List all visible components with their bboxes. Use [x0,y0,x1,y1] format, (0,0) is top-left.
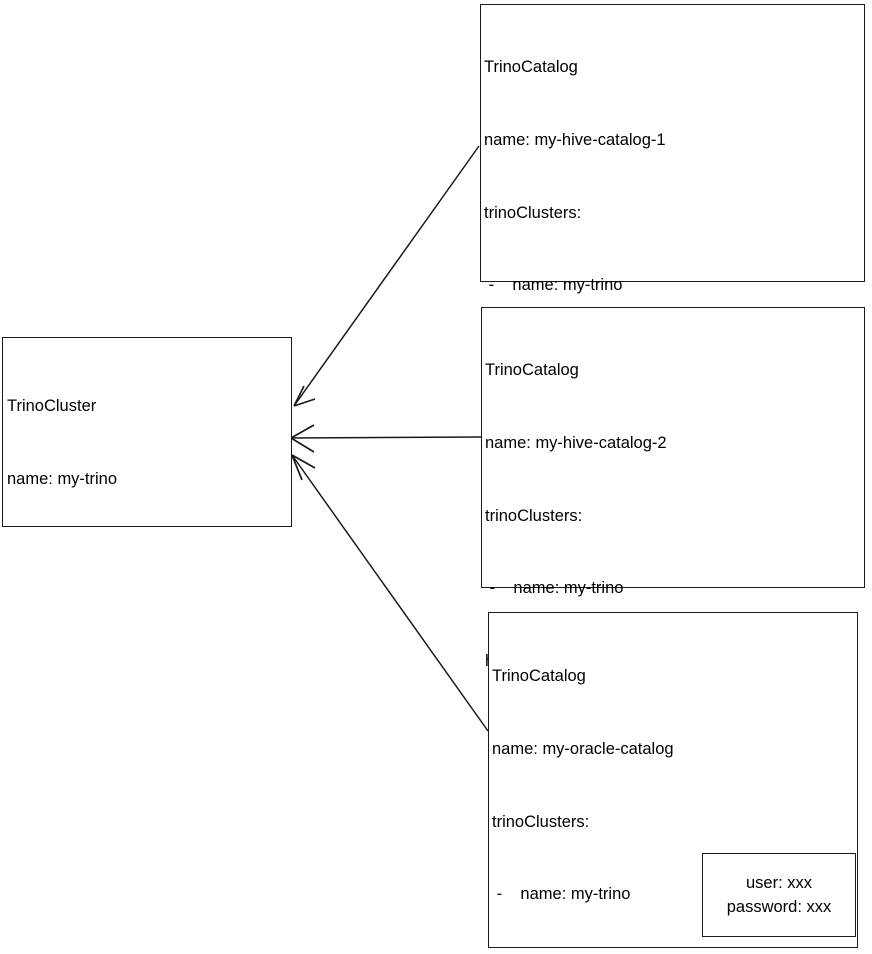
catalog-2-line-1: name: my-oracle-catalog [492,740,674,759]
arrowhead-barb [291,454,316,469]
node-trino-cluster[interactable] [2,337,292,527]
arrowhead-barb [293,385,305,407]
edge-oracle-catalog-to-cluster [291,454,489,732]
cluster-line-1: name: my-trino [7,470,118,489]
catalog-1-line-1: name: my-hive-catalog-2 [485,434,667,453]
arrowhead-barb [290,437,315,453]
catalog-0-line-2: trinoClusters: [484,203,582,222]
catalog-1-line-3: - name: my-trino [485,579,624,598]
catalog-1-line-0: TrinoCatalog [485,361,579,380]
catalog-0-line-0: TrinoCatalog [484,58,578,77]
arrowhead-barb [291,454,303,481]
catalog-0-line-1: name: my-hive-catalog-1 [484,131,666,150]
trino-cluster-spec-text: TrinoCluster name: my-trino [7,346,287,540]
secret-text: user: xxx password: xxx [703,871,855,919]
catalog-2-line-2: trinoClusters: [492,812,590,831]
node-trino-catalog-hive-1[interactable] [480,4,865,282]
edge-hive-catalog-1-to-cluster [293,145,480,407]
catalog-2-line-0: TrinoCatalog [492,667,586,686]
node-trino-catalog-hive-2[interactable] [481,307,865,588]
catalog-0-line-3: - name: my-trino [484,276,623,295]
cluster-line-0: TrinoCluster [7,397,97,416]
edge-hive-catalog-2-to-cluster [290,424,482,453]
arrowhead-barb [293,398,316,407]
secret-line-1: password: xxx [726,898,832,917]
arrowhead-barb [290,424,315,439]
catalog-2-line-3: - name: my-trino [492,885,631,904]
node-oracle-credentials-secret[interactable]: user: xxx password: xxx [702,853,856,937]
secret-line-0: user: xxx [745,874,813,892]
catalog-oracle-spec-text: TrinoCatalog name: my-oracle-catalog tri… [492,616,856,954]
catalog-1-line-2: trinoClusters: [485,506,583,525]
